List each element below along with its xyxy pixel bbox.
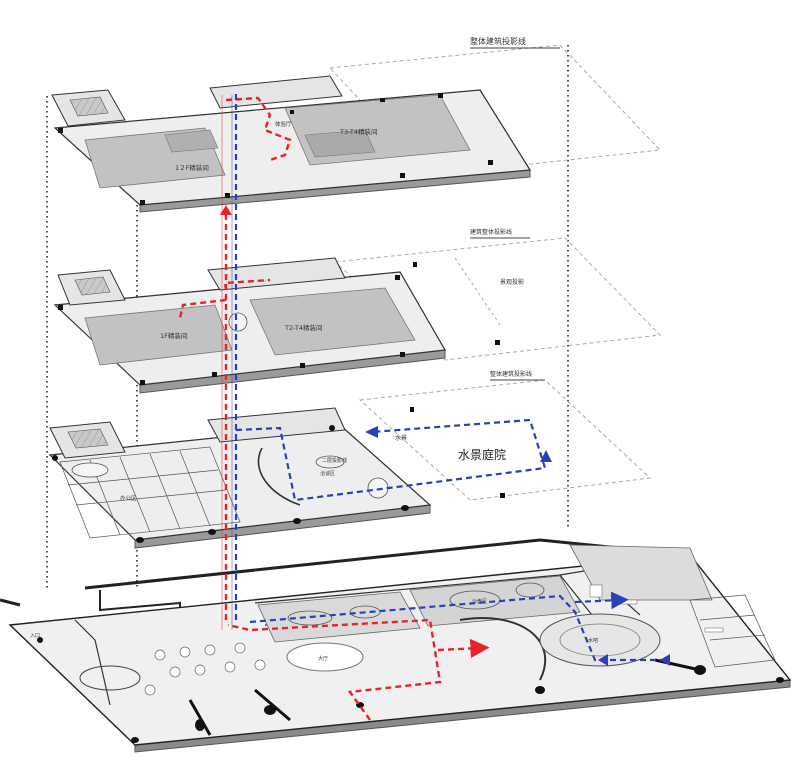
red-arrow-head-up: [220, 205, 232, 215]
floor-1-round-bar: [539, 613, 661, 667]
floor-3-void-marks: [413, 262, 500, 345]
blue-route-floor-1: [249, 594, 665, 662]
floor-1-curved-wall: [459, 617, 547, 681]
floor-2-stair-hatch: [67, 428, 109, 449]
red-route-floor-3b: [178, 298, 227, 319]
red-route-floor-3: [223, 278, 271, 291]
floor-1-model-label: 沙盘区: [472, 598, 487, 605]
vertical-core-lines: [221, 95, 233, 630]
floor-2-office-label: 办公区: [120, 494, 137, 502]
floor-1-right-zone: [569, 544, 713, 601]
red-route-floor-1: [227, 618, 442, 721]
floor-2-water-label: 水景: [395, 434, 407, 442]
floor-1-oval-table: [79, 665, 141, 691]
floor-1-lounge-label: 水吧: [588, 637, 598, 644]
red-route: [178, 96, 490, 721]
floor-3-room-b-label: T2-T4精装间: [284, 323, 322, 332]
floor-1-model-table-2: [515, 582, 545, 598]
floor-2-office-grid: [59, 446, 241, 539]
floor-4-core-block: [209, 75, 343, 109]
floor-4-room-a-label: 1２F精装间: [175, 163, 209, 172]
floor-4: 整体建筑投影线 1２F精装间 T3-T4精装间 体验厅: [51, 36, 662, 213]
floor-3-void-label: 景观投影: [500, 278, 524, 286]
floor-1-entrance-label: 入口: [30, 633, 40, 639]
floor-3: 建筑整体投影线 景观投影 1F精装间 T2-T4精装间: [53, 228, 662, 394]
floor-4-projection-outline: [328, 44, 662, 176]
floor-4-columns: [58, 93, 493, 205]
floor-2-courtyard-label: 水景庭院: [458, 447, 506, 462]
floor-2-meeting-table: [71, 462, 109, 478]
floor-1-columns: [37, 637, 784, 743]
floor-1-round-bar-inner: [559, 623, 641, 657]
floor-1-round-tables: [144, 642, 266, 696]
floor-2-curved-wall: [257, 447, 301, 506]
blue-route: [234, 90, 665, 662]
floor-4-room-left-sub: [164, 129, 219, 153]
floor-1-lounge-zone: [257, 591, 421, 643]
floor-1: 大厅 水吧 沙盘区 入口: [0, 538, 792, 753]
floor-2-core-block: [207, 407, 346, 443]
floor-2-tag-label: 二层投影线: [322, 457, 347, 464]
floor-2: 整体建筑投影线 办公区 洽谈区 二层投影线: [48, 370, 652, 549]
floor-1-wall-stubs: [188, 658, 701, 736]
floor-1-left-wall-stub: [0, 598, 21, 607]
floor-2-projection-label: 整体建筑投影线: [490, 370, 532, 378]
floor-3-round-table: [228, 312, 248, 332]
floor-1-lobby-circle: [286, 642, 364, 672]
blue-arrow-floor-1: [598, 654, 608, 666]
blue-route-arrow-1: [574, 591, 629, 610]
floor-2-projection-outline: [358, 379, 652, 501]
floor-3-room-a-label: 1F精装间: [160, 331, 187, 340]
floor-3-void-diagonal: [454, 257, 501, 326]
floor-4-corridor-label: 体验厅: [275, 120, 292, 128]
floor-2-sofa: [315, 455, 345, 469]
floor-2-outer-marks: [410, 407, 505, 498]
floor-1-right-rooms: [689, 594, 776, 668]
floor-4-projection-label: 整体建筑投影线: [470, 36, 526, 46]
floor-3-projection-label: 建筑整体投影线: [470, 228, 512, 236]
floor-4-room-b-label: T3-T4精装间: [339, 127, 377, 136]
red-route-arrow: [437, 638, 490, 659]
blue-route-courtyard: [235, 418, 547, 502]
blue-arrow-courtyard: [365, 426, 378, 438]
floor-1-slab: [8, 554, 792, 746]
floor-3-room-right: [249, 287, 416, 356]
floor-1-lounge-sofa: [287, 610, 333, 626]
floor-2-columns: [52, 425, 409, 543]
blue-arrow-courtyard-up: [540, 450, 552, 462]
floor-1-lobby-label: 大厅: [318, 655, 328, 662]
floor-3-columns: [58, 275, 405, 385]
floor-4-stair-hatch: [69, 96, 109, 117]
floor-2-round-table: [367, 477, 389, 499]
blue-arrow-floor-1b: [660, 654, 670, 666]
floor-4-room-right-sub: [304, 129, 376, 158]
red-route-floor-4: [225, 96, 292, 162]
floor-2-hall-label: 洽谈区: [320, 470, 335, 477]
floor-3-stair-hatch: [74, 276, 111, 296]
